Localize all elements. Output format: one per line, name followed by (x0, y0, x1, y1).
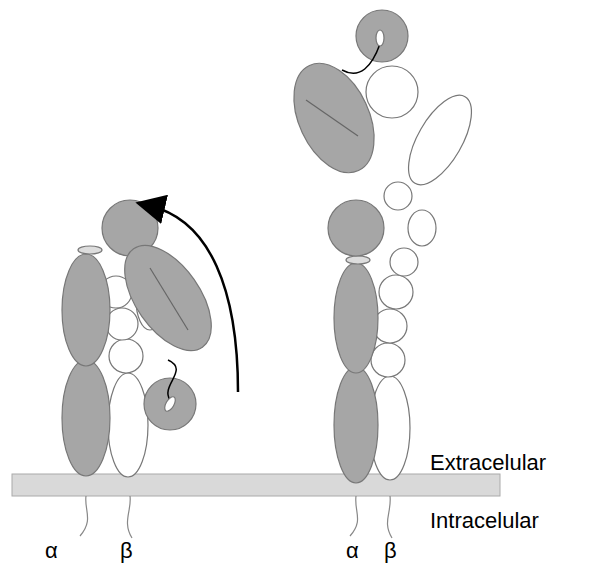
subunit-label: β (384, 540, 397, 562)
cytoplasmic-tails (80, 496, 392, 538)
subunit-label: α (346, 540, 359, 562)
membrane-band (12, 474, 500, 496)
subunit-label: β (120, 540, 133, 562)
region-label: Intracelular (430, 510, 539, 532)
subunit-label: α (45, 540, 58, 562)
rotation-arrow (150, 206, 238, 392)
extended-integrin (278, 10, 484, 483)
region-label: Extracelular (430, 452, 546, 474)
